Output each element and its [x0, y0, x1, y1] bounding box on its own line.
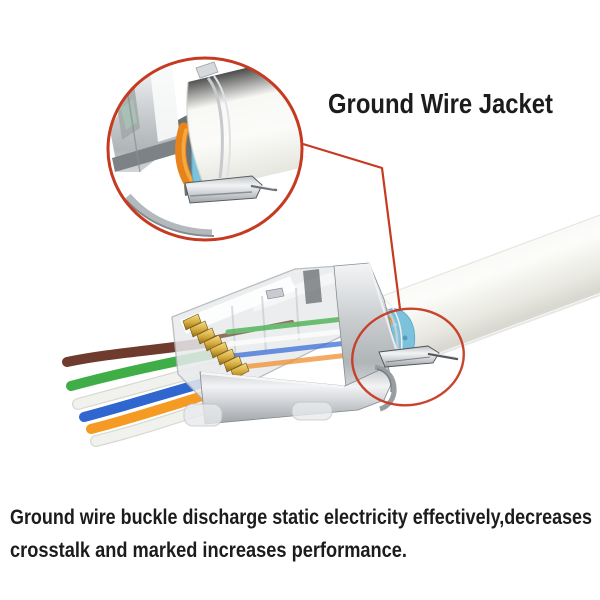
buckle-hook	[374, 364, 397, 412]
inset-shield-edge	[112, 138, 183, 172]
white-cable	[379, 214, 600, 365]
buckle-highlight-ellipse	[351, 307, 465, 407]
ground-wire-buckle	[374, 345, 459, 412]
gold-pins	[182, 313, 250, 380]
magnifier-circle	[106, 56, 304, 242]
inset-top-clip	[195, 61, 219, 79]
magnifier-inset	[106, 56, 304, 242]
main-product	[62, 214, 600, 447]
inset-ground-wire-orange	[175, 122, 196, 190]
clear-nub-rear	[291, 401, 333, 421]
buckle-clip	[378, 345, 440, 368]
connector-body	[171, 263, 381, 403]
inset-buckle-clip	[184, 175, 263, 204]
buckle-prong	[427, 352, 459, 361]
inset-metal-arc	[125, 193, 213, 237]
shield-bottom-band	[199, 365, 393, 425]
caption-line-1: Ground wire buckle discharge static elec…	[10, 506, 592, 529]
clear-nub-front	[183, 403, 223, 427]
caption-line-2: crosstalk and marked increases performan…	[10, 539, 407, 562]
internal-wires	[210, 315, 361, 371]
wire-fan	[62, 337, 227, 447]
inset-shield-finger	[206, 77, 224, 179]
inset-buckle-prong	[250, 184, 278, 192]
leader-line	[302, 142, 402, 310]
latch-shadow-block	[303, 269, 322, 304]
callout-title: Ground Wire Jacket	[328, 88, 553, 119]
crimp-hook	[265, 287, 285, 300]
